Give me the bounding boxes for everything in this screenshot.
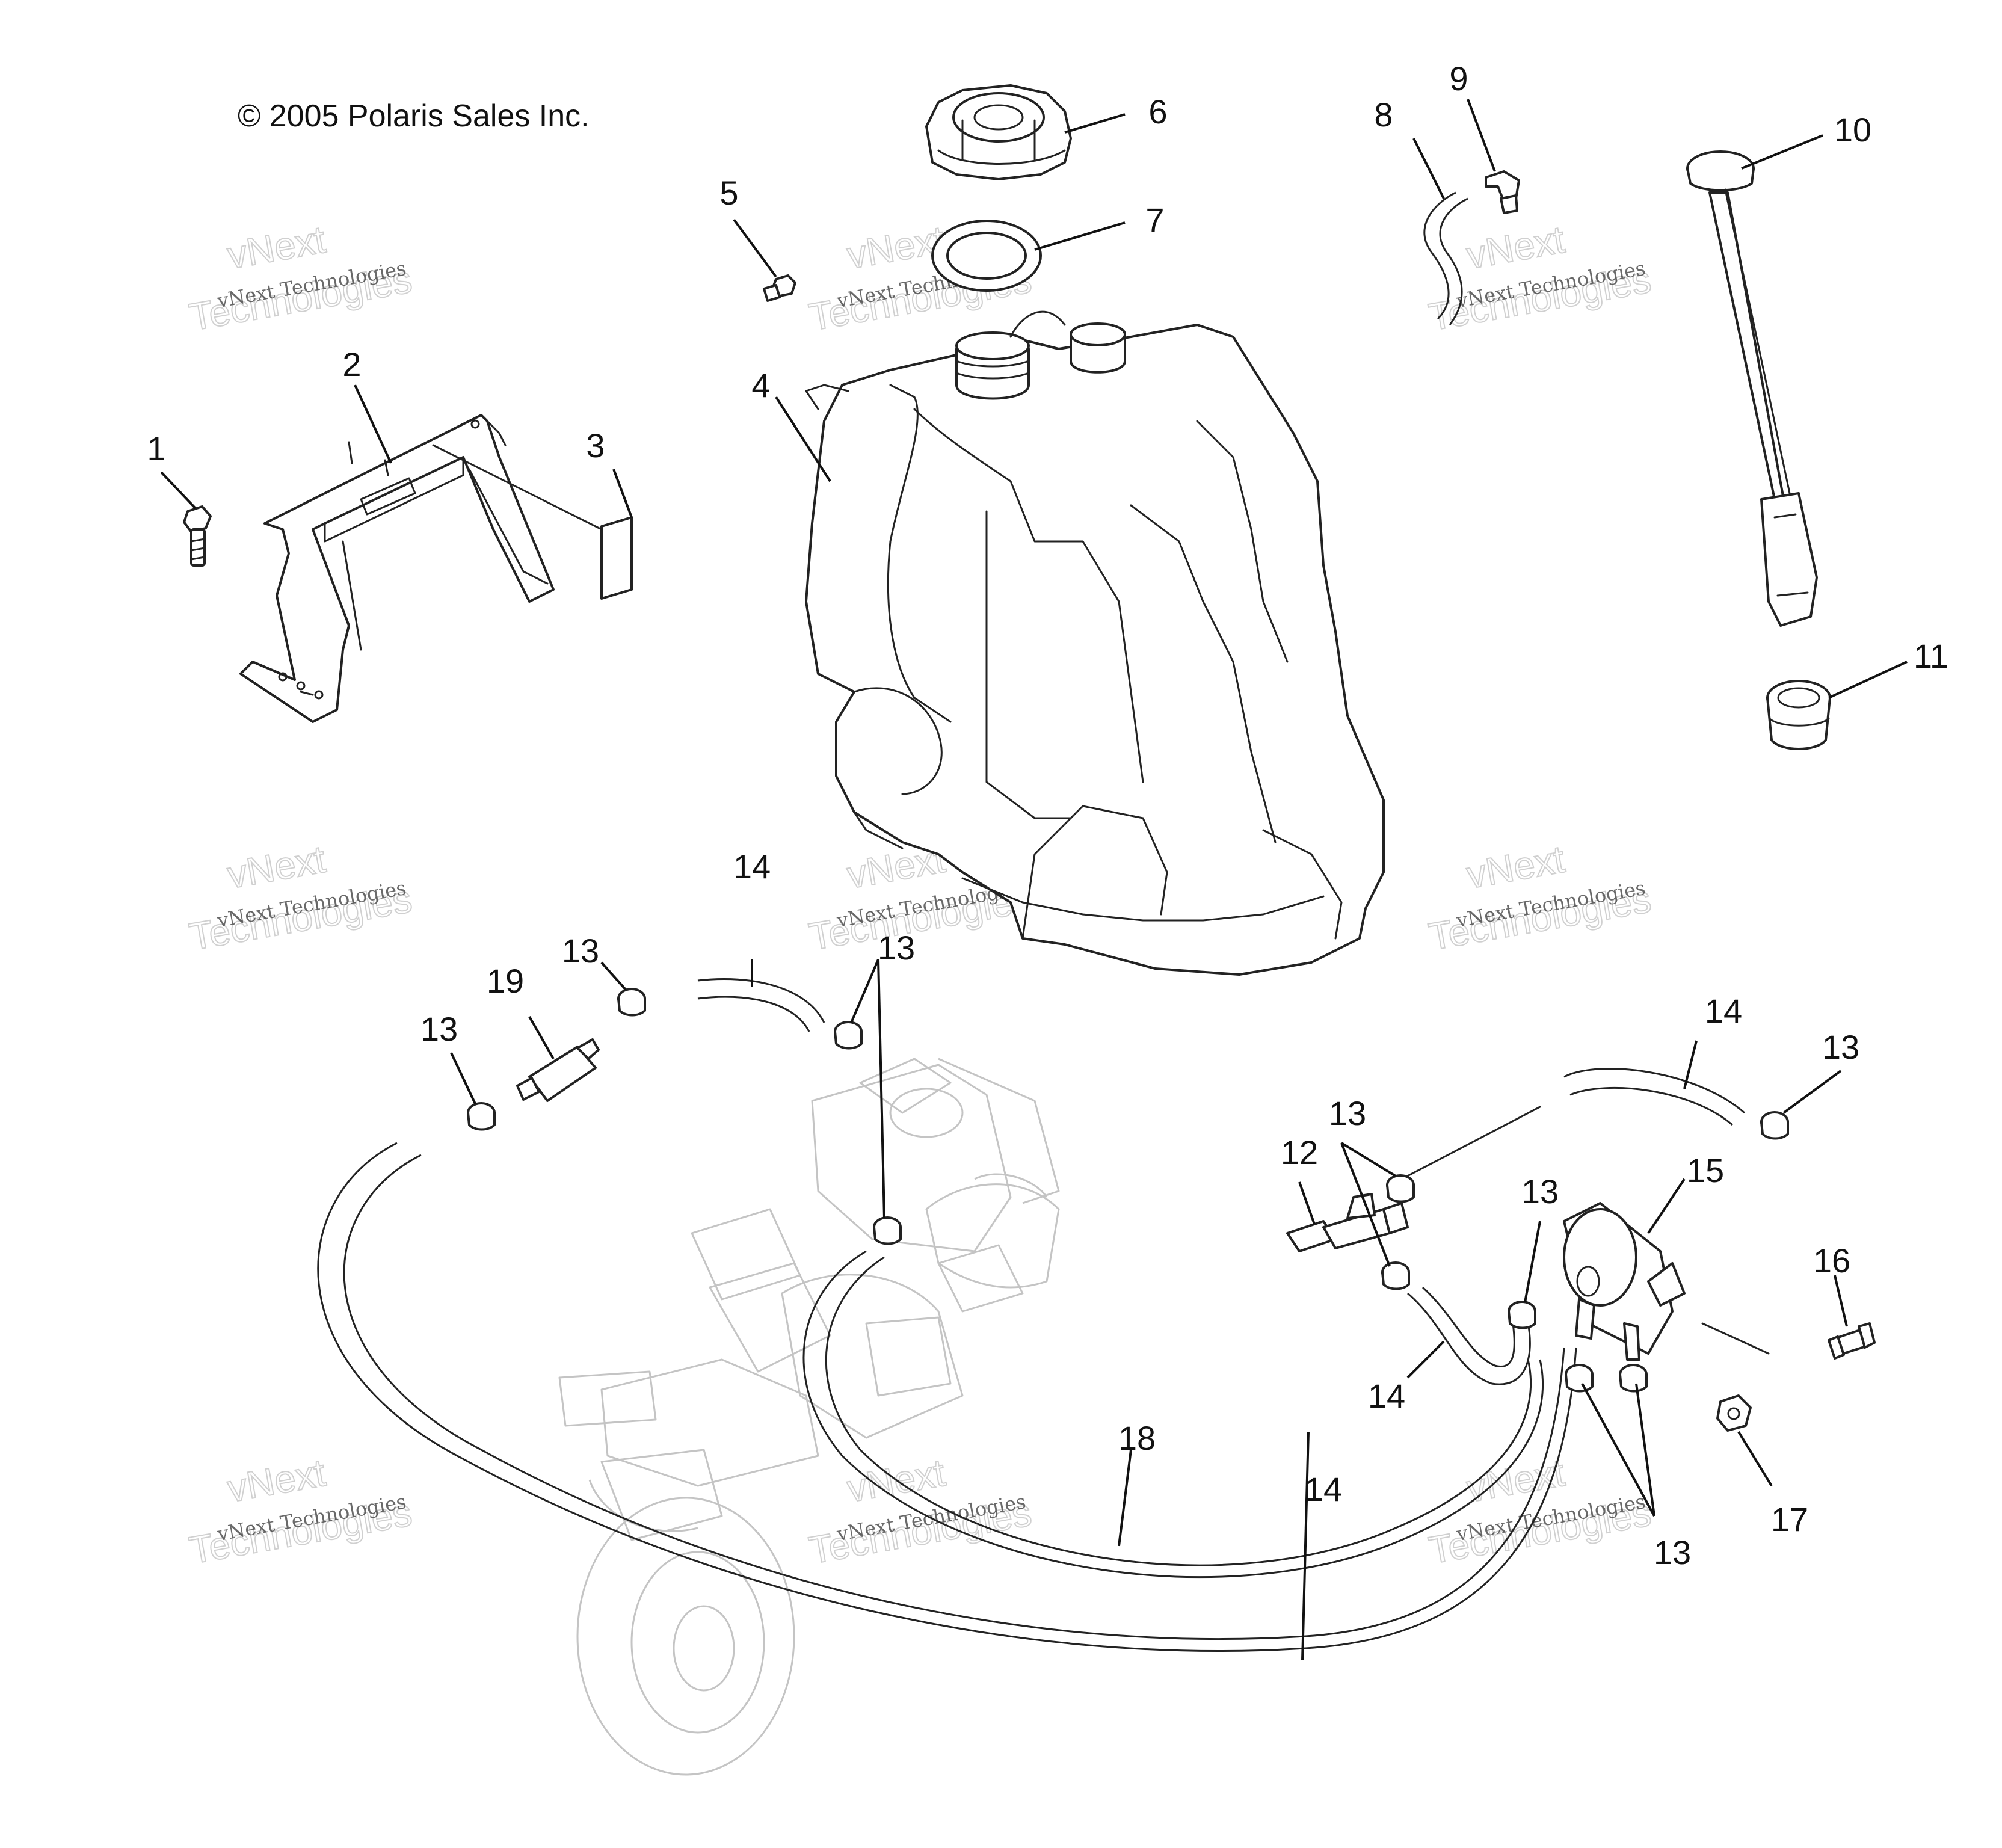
part-17-nut [1716,1394,1752,1432]
callout-13-c: 13 [878,929,915,967]
callout-14-c: 14 [1368,1377,1405,1415]
part-13-clamps [467,988,1789,1393]
callout-16: 16 [1813,1242,1850,1280]
fuel-hose-outer [317,1142,1577,1652]
fuel-hose-group [317,978,1770,1652]
callout-14-d: 14 [1305,1470,1342,1508]
engine-ghost-outline [558,1058,1060,1776]
part-8-vent-hose [1423,191,1468,325]
clamp [1619,1364,1648,1393]
part-1-bolt [183,505,212,567]
fuel-hose-u-bend [1407,1292,1531,1385]
part-5-bolt [763,274,796,302]
part-6-fuel-cap [925,84,1072,180]
svg-text:vNext: vNext [1464,837,1568,897]
callout-13-g: 13 [1654,1533,1691,1571]
svg-text:vNext: vNext [224,1451,329,1511]
callout-3: 3 [586,427,605,464]
callout-19: 19 [487,962,524,1000]
watermark: vNext Technologies vNext Technologies [186,1450,416,1573]
callout-5: 5 [719,174,738,212]
watermark: vNext Technologies vNext Technologies [1425,217,1655,340]
clamp [1381,1261,1410,1290]
callout-17: 17 [1771,1500,1808,1538]
clamp [834,1021,863,1050]
callout-7: 7 [1145,201,1164,239]
part-11-grommet [1766,680,1831,750]
callout-18: 18 [1118,1419,1156,1457]
part-12-fuel-valve [1286,1193,1409,1252]
watermark: vNext Technologies vNext Technologies [1425,837,1655,959]
part-16-bolt [1828,1322,1876,1360]
fuel-hose-right-upper [1563,1068,1745,1114]
part-3-pad [432,444,633,600]
callout-13-e: 13 [1521,1172,1559,1210]
callout-6: 6 [1148,93,1167,131]
callout-13-b: 13 [562,932,599,970]
copyright-text: © 2005 Polaris Sales Inc. [238,99,590,134]
clamp [467,1102,496,1131]
callout-9: 9 [1449,60,1468,97]
svg-text:vNext: vNext [1464,218,1568,277]
watermark: vNext Technologies vNext Technologies [805,1450,1035,1573]
callout-11: 11 [1914,637,1948,675]
callout-15: 15 [1687,1151,1724,1189]
svg-text:vNext: vNext [224,837,329,897]
part-7-gasket [931,220,1042,292]
callout-2: 2 [342,345,361,383]
svg-text:vNext: vNext [224,218,329,277]
part-2-bracket [239,414,555,723]
clamp [1565,1364,1594,1393]
callout-labels: 1 2 3 4 5 6 7 8 9 10 11 12 13 13 13 13 1… [147,60,1948,1571]
part-10-fuel-sender [1686,150,1818,627]
watermark: vNext Technologies vNext Technologies [1425,1450,1655,1573]
part-19-inline-filter [516,1038,600,1102]
clamp [1386,1174,1415,1203]
callout-13-d: 13 [1329,1094,1366,1132]
part-4-fuel-tank [805,310,1385,976]
callout-1: 1 [147,430,165,467]
part-9-elbow-fitting [1485,170,1520,214]
callout-14-b: 14 [1705,992,1742,1030]
callout-10: 10 [1834,111,1871,149]
watermark: vNext Technologies vNext Technologies [186,217,416,340]
part-15-fuel-pump [1563,1202,1686,1361]
leader-lines [160,99,1908,1661]
callout-4: 4 [751,366,770,404]
callout-12: 12 [1281,1133,1318,1171]
callout-8: 8 [1374,96,1393,134]
fuel-hose-18 [802,1250,1544,1578]
clamp [1508,1301,1536,1329]
fuel-hose-upper [697,978,825,1023]
clamp [873,1216,902,1245]
callout-13-f: 13 [1822,1028,1859,1066]
callout-14-a: 14 [733,848,771,886]
callout-13-a: 13 [420,1010,458,1048]
clamp [617,988,646,1017]
watermark: vNext Technologies vNext Technologies [186,837,416,959]
clamp [1760,1111,1789,1140]
